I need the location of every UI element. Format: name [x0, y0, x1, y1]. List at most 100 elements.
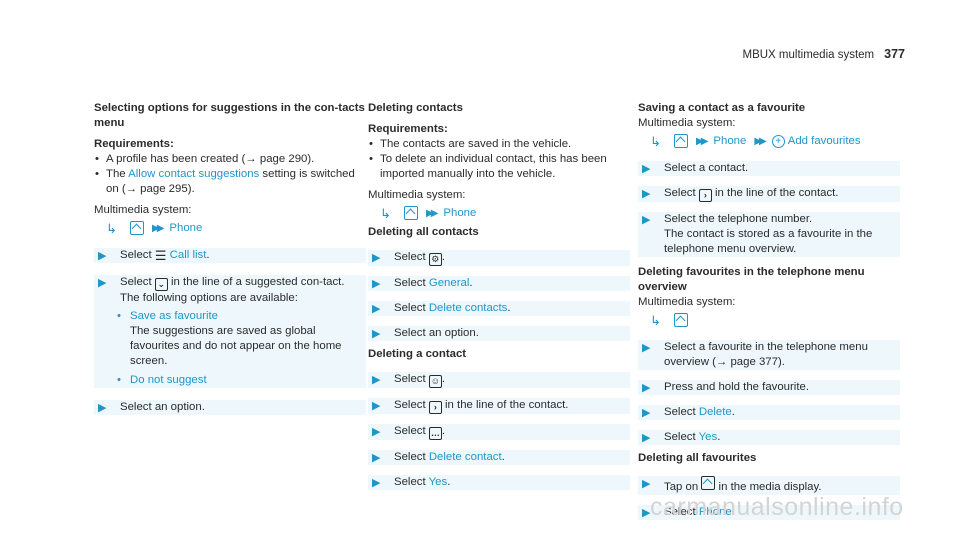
- step: ▶Press and hold the favourite.: [638, 380, 900, 395]
- step-arrow-icon: ▶: [98, 250, 107, 262]
- home-icon[interactable]: [130, 221, 144, 235]
- add-favourites-link[interactable]: Add favourites: [787, 134, 861, 147]
- expand-icon[interactable]: ⌄: [154, 278, 168, 291]
- step: ▶Tap on in the media display.: [638, 476, 900, 495]
- delete-contact-link[interactable]: Delete contact: [428, 451, 502, 463]
- column-2: Deleting contacts Requirements: The cont…: [368, 101, 630, 490]
- step: ▶Select Phone.: [638, 505, 900, 520]
- step-arrow-icon: ▶: [642, 382, 651, 394]
- requirement-item: To delete an individual contact, this ha…: [369, 152, 630, 182]
- step-arrow-icon: ▶: [372, 328, 381, 340]
- path-arrow-icon: ↳: [380, 205, 391, 221]
- step-arrow-icon: ▶: [642, 163, 651, 175]
- step-arrow-icon: ▶: [642, 342, 651, 354]
- step-arrow-icon: ▶: [372, 426, 381, 438]
- header-title: MBUX multimedia system: [742, 49, 875, 61]
- subheading: Deleting all favourites: [638, 452, 757, 464]
- page-header: MBUX multimedia system 377: [743, 47, 906, 63]
- step: ▶Select an option.: [368, 326, 630, 341]
- requirements-list: The contacts are saved in the vehicle. T…: [368, 137, 630, 182]
- home-icon[interactable]: [404, 206, 418, 220]
- chevron-right-icon[interactable]: ›: [428, 401, 442, 414]
- step: ▶Select a favourite in the telephone men…: [638, 340, 900, 370]
- step: ▶Select a contact.: [638, 161, 900, 176]
- yes-link[interactable]: Yes: [428, 476, 448, 488]
- home-icon[interactable]: [674, 134, 688, 148]
- step: ▶Select Delete.: [638, 405, 900, 420]
- setting-link[interactable]: Allow contact suggestions: [128, 168, 260, 180]
- phone-link[interactable]: Phone: [698, 506, 732, 518]
- column-3: Saving a contact as a favourite Multimed…: [638, 101, 900, 520]
- system-label: Multimedia system:: [638, 117, 736, 129]
- step-arrow-icon: ▶: [372, 452, 381, 464]
- step-note: The following options are available:: [120, 292, 298, 304]
- step-arrow-icon: ▶: [372, 374, 381, 386]
- step: ▶Select ⚙.: [368, 250, 630, 266]
- step: ▶Select Yes.: [368, 475, 630, 490]
- chevron-icon: ▶▶: [754, 135, 767, 147]
- step-arrow-icon: ▶: [642, 188, 651, 200]
- add-icon[interactable]: +: [771, 134, 785, 148]
- step-arrow-icon: ▶: [642, 432, 651, 444]
- phone-link[interactable]: Phone: [713, 134, 747, 147]
- step-arrow-icon: ▶: [372, 400, 381, 412]
- save-favourite-link[interactable]: Save as favourite: [130, 310, 219, 322]
- step: ▶Select the telephone number.The contact…: [638, 212, 900, 257]
- column-1: Selecting options for suggestions in the…: [94, 101, 366, 415]
- watermark: carmanualsonline.info: [650, 493, 904, 521]
- step-arrow-icon: ▶: [372, 278, 381, 290]
- home-icon[interactable]: [674, 313, 688, 327]
- step-arrow-icon: ▶: [372, 477, 381, 489]
- requirement-item: The contacts are saved in the vehicle.: [369, 137, 630, 152]
- option-item: Do not suggest: [117, 373, 366, 388]
- step: ▶ Select ⌄ in the line of a suggested co…: [94, 275, 366, 388]
- call-list-link[interactable]: Call list: [169, 249, 207, 261]
- chevron-icon: ▶▶: [152, 222, 165, 234]
- step-arrow-icon: ▶: [642, 214, 651, 226]
- step: ▶ Select ☰ Call list.: [94, 248, 366, 263]
- requirement-item: A profile has been created (→ page 290).: [95, 152, 366, 167]
- step-arrow-icon: ▶: [372, 252, 381, 264]
- step-arrow-icon: ▶: [642, 478, 651, 490]
- requirements-list: A profile has been created (→ page 290).…: [94, 152, 366, 197]
- step: ▶Select › in the line of the contact.: [638, 186, 900, 202]
- call-list-icon[interactable]: ☰: [154, 248, 167, 263]
- yes-link[interactable]: Yes: [698, 431, 718, 443]
- more-options-icon[interactable]: …: [428, 427, 442, 440]
- system-label: Multimedia system:: [638, 296, 736, 308]
- delete-contacts-link[interactable]: Delete contacts: [428, 302, 508, 314]
- step: ▶Select › in the line of the contact.: [368, 398, 630, 414]
- phone-link[interactable]: Phone: [443, 206, 477, 219]
- step: ▶Select Delete contact.: [368, 450, 630, 465]
- step-arrow-icon: ▶: [642, 507, 651, 519]
- step-arrow-icon: ▶: [98, 402, 107, 414]
- menu-path: ↳ ▶▶ Phone ▶▶ + Add favourites: [650, 133, 900, 149]
- do-not-suggest-link[interactable]: Do not suggest: [130, 374, 207, 386]
- requirements-title: Requirements:: [368, 123, 448, 135]
- general-link[interactable]: General: [428, 277, 470, 289]
- phone-link[interactable]: Phone: [169, 221, 203, 234]
- step: ▶Select Yes.: [638, 430, 900, 445]
- chevron-right-icon[interactable]: ›: [698, 189, 712, 202]
- step-arrow-icon: ▶: [372, 303, 381, 315]
- subheading: Deleting favourites in the telephone men…: [638, 266, 865, 293]
- subheading: Deleting all contacts: [368, 226, 479, 238]
- step: ▶ Select an option.: [94, 400, 366, 415]
- home-icon[interactable]: [701, 476, 716, 490]
- requirements-title: Requirements:: [94, 138, 174, 150]
- step: ▶Select Delete contacts.: [368, 301, 630, 316]
- delete-link[interactable]: Delete: [698, 406, 732, 418]
- settings-icon[interactable]: ⚙: [428, 253, 442, 266]
- section-heading: Selecting options for suggestions in the…: [94, 102, 365, 129]
- chevron-icon: ▶▶: [696, 135, 709, 147]
- requirement-item: The Allow contact suggestions setting is…: [95, 167, 366, 197]
- system-label: Multimedia system:: [368, 189, 466, 201]
- step-note: The contact is stored as a favourite in …: [664, 228, 873, 255]
- contacts-icon[interactable]: ☺: [428, 375, 442, 388]
- chevron-icon: ▶▶: [426, 207, 439, 219]
- page-number: 377: [884, 47, 905, 61]
- step: ▶Select ☺.: [368, 372, 630, 388]
- step-arrow-icon: ▶: [98, 277, 107, 289]
